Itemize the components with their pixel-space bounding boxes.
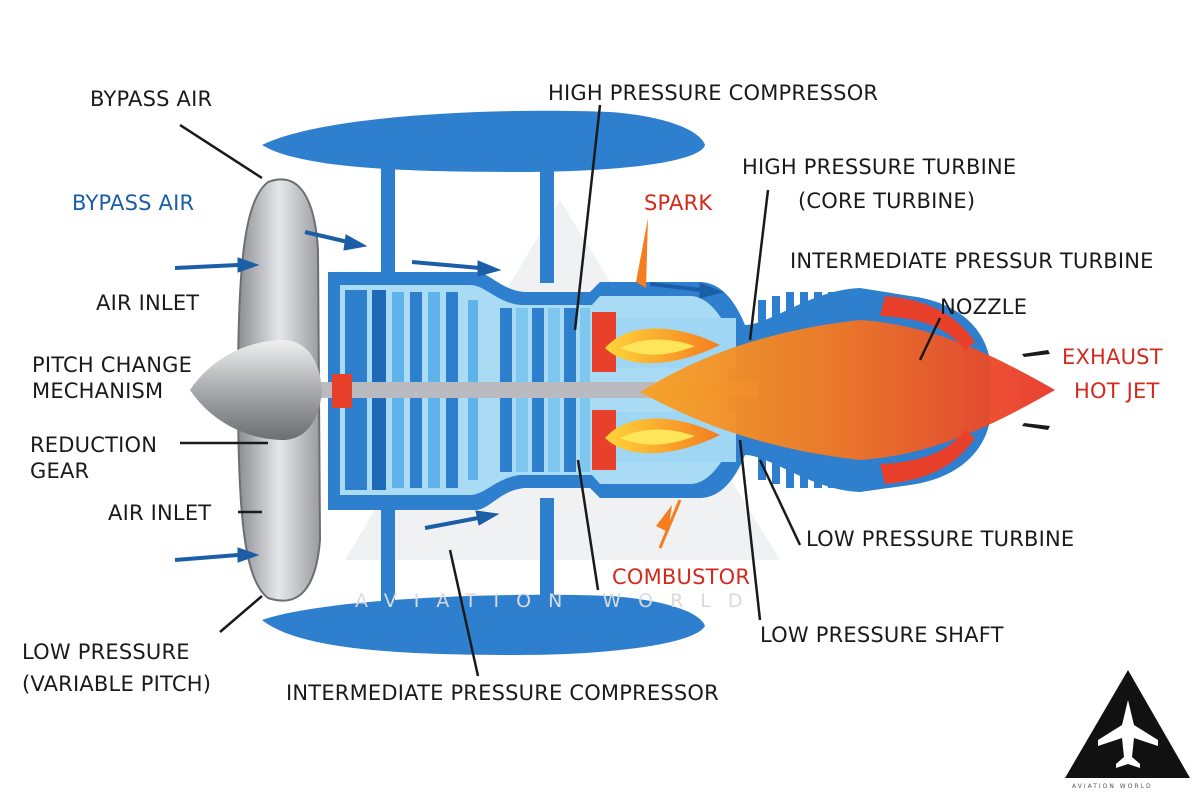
label-low-pressure-line1: LOW PRESSURE bbox=[22, 640, 190, 664]
label-reduction-gear: REDUCTION GEAR bbox=[30, 432, 157, 484]
label-ip-turbine: INTERMEDIATE PRESSUR TURBINE bbox=[790, 249, 1154, 273]
nacelle-top bbox=[262, 110, 705, 172]
label-exhaust-line1: EXHAUST bbox=[1062, 345, 1163, 369]
label-pitch-change-mechanism: PITCH CHANGE MECHANISM bbox=[32, 352, 192, 404]
label-nozzle: NOZZLE bbox=[940, 295, 1028, 319]
label-low-pressure: LOW PRESSURE (VARIABLE PITCH) bbox=[22, 636, 211, 700]
flow-arrows bbox=[174, 230, 724, 563]
label-lp-shaft: LOW PRESSURE SHAFT bbox=[760, 623, 1004, 647]
shaft-coupling bbox=[332, 374, 352, 408]
label-hp-compressor: HIGH PRESSURE COMPRESSOR bbox=[548, 81, 879, 105]
label-hp-turbine-line2: (CORE TURBINE) bbox=[798, 189, 976, 213]
label-lp-turbine: LOW PRESSURE TURBINE bbox=[806, 527, 1075, 551]
exhaust-dashes bbox=[1022, 350, 1050, 430]
label-spark: SPARK bbox=[644, 191, 713, 215]
struts bbox=[381, 168, 554, 608]
leader-lines bbox=[179, 104, 942, 677]
label-hp-turbine: HIGH PRESSURE TURBINE (CORE TURBINE) bbox=[742, 150, 1016, 218]
watermark-text: AVIATION WORLD bbox=[355, 590, 760, 612]
label-pitch-change-line2: MECHANISM bbox=[32, 379, 164, 403]
logo-caption: AVIATION WORLD bbox=[1072, 783, 1153, 790]
label-reduction-gear-line1: REDUCTION bbox=[30, 433, 158, 457]
spinner bbox=[190, 340, 322, 440]
spark-leader bbox=[658, 499, 682, 549]
label-bypass-air-top: BYPASS AIR bbox=[90, 87, 213, 111]
combustion-chamber bbox=[592, 312, 736, 470]
label-exhaust-line2: HOT JET bbox=[1074, 379, 1160, 403]
label-combustor: COMBUSTOR bbox=[612, 565, 751, 589]
nacelle-bottom bbox=[262, 594, 705, 655]
label-air-inlet-bottom: AIR INLET bbox=[108, 501, 212, 525]
label-ip-compressor: INTERMEDIATE PRESSURE COMPRESSOR bbox=[286, 681, 719, 705]
nozzle-ring bbox=[880, 296, 975, 484]
label-pitch-change-line1: PITCH CHANGE bbox=[32, 353, 193, 377]
label-bypass-air-blue: BYPASS AIR bbox=[72, 191, 195, 215]
aviation-world-logo bbox=[1065, 670, 1190, 778]
label-reduction-gear-line2: GEAR bbox=[30, 459, 90, 483]
label-air-inlet-top: AIR INLET bbox=[96, 291, 200, 315]
label-hp-turbine-line1: HIGH PRESSURE TURBINE bbox=[742, 155, 1017, 179]
label-exhaust-hot-jet: EXHAUST HOT JET bbox=[1062, 340, 1163, 408]
exhaust-hot-jet bbox=[640, 320, 1055, 460]
label-low-pressure-line2: (VARIABLE PITCH) bbox=[22, 672, 212, 696]
